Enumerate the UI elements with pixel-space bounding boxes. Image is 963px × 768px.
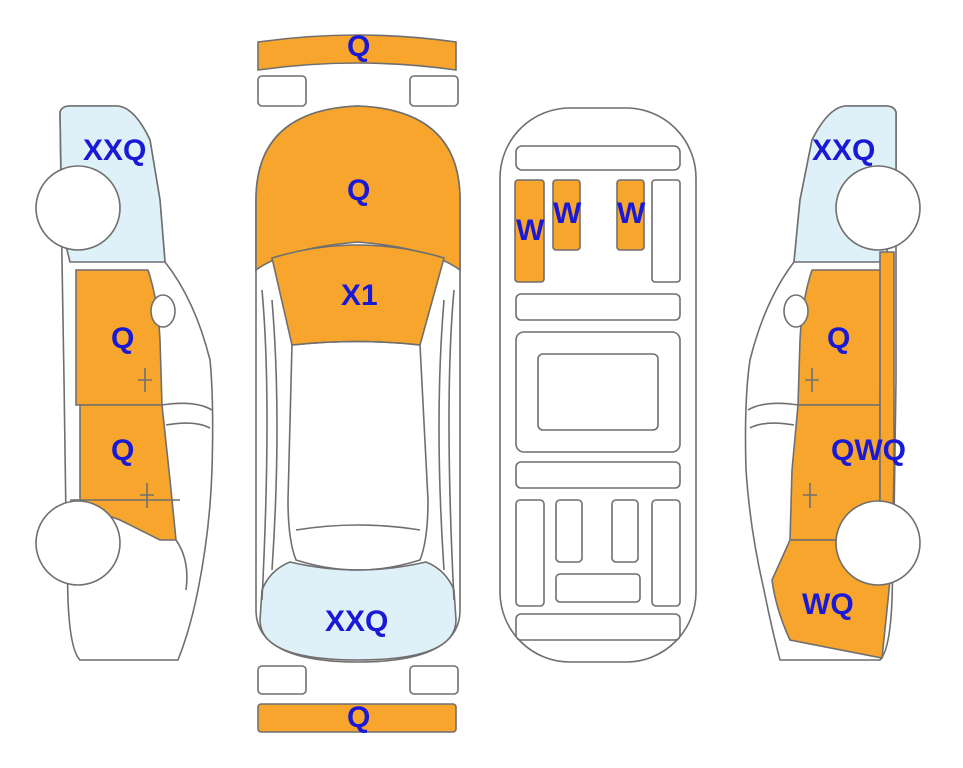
rear-window-panel[interactable]	[259, 561, 457, 661]
right-door-line	[438, 289, 455, 601]
left-side-view	[35, 105, 214, 661]
left-door-handle-front	[138, 368, 152, 392]
right-window-line	[747, 402, 799, 411]
interior-seat-3-label: W	[617, 197, 646, 230]
interior-seat-1-panel[interactable]	[514, 179, 545, 283]
trunk-strip	[515, 613, 681, 641]
right-rear-wheel	[835, 500, 921, 586]
rear-seat-right	[651, 499, 681, 607]
center-console	[537, 353, 659, 431]
front-bumper-label: Q	[347, 30, 371, 63]
roof-outline	[287, 340, 429, 571]
interior-seat-3-panel[interactable]	[616, 179, 645, 251]
rear-window-label: XXQ	[325, 605, 389, 638]
rear-right-taillight	[409, 665, 459, 695]
front-bumper-panel[interactable]	[257, 34, 457, 71]
left-front-door-label: Q	[111, 322, 135, 355]
top-view	[255, 34, 461, 733]
rear-bumper-panel[interactable]	[257, 703, 457, 733]
right-door-handle-rear	[803, 483, 817, 508]
rear-bench	[555, 573, 641, 603]
interior-seat-2-label: W	[553, 197, 582, 230]
dashboard	[515, 145, 681, 171]
right-front-door-label: Q	[827, 322, 851, 355]
right-rear-door-label: QWQ	[831, 434, 906, 467]
right-rear-quarter-label: WQ	[802, 588, 854, 621]
left-door-line	[261, 289, 278, 601]
rear-strip	[515, 461, 681, 489]
front-right-headlight	[409, 75, 459, 107]
hood-label: Q	[347, 174, 371, 207]
interior-seat-1-label: W	[516, 214, 545, 247]
interior-view	[499, 107, 697, 663]
right-front-wheel	[835, 165, 921, 251]
windshield-label: X1	[341, 279, 378, 312]
left-front-wheel	[35, 165, 121, 251]
rear-seat-mid-right	[611, 499, 639, 563]
left-rear-door-label: Q	[111, 434, 135, 467]
right-side-view	[744, 105, 921, 661]
left-front-glass-label: XXQ	[83, 134, 147, 167]
right-window-line-2	[749, 422, 795, 429]
rear-seat-mid-left	[555, 499, 583, 563]
left-window-line	[161, 402, 213, 411]
hood-panel[interactable]	[255, 105, 461, 272]
right-door-handle-front	[805, 368, 819, 392]
right-front-glass-label: XXQ	[812, 134, 876, 167]
roof-inner-line	[295, 524, 421, 531]
right-front-seat	[651, 179, 681, 283]
left-lower-line	[70, 499, 188, 591]
left-rear-wheel	[35, 500, 121, 586]
left-mirror	[150, 294, 176, 328]
right-mirror	[783, 294, 809, 328]
interior-seat-2-panel[interactable]	[552, 179, 581, 251]
front-left-headlight	[257, 75, 307, 107]
left-window-line-2	[165, 422, 211, 429]
rear-bumper-label: Q	[347, 701, 371, 734]
console-strip	[515, 293, 681, 321]
rear-seat-left	[515, 499, 545, 607]
rear-left-taillight	[257, 665, 307, 695]
left-door-handle-rear	[140, 483, 154, 508]
